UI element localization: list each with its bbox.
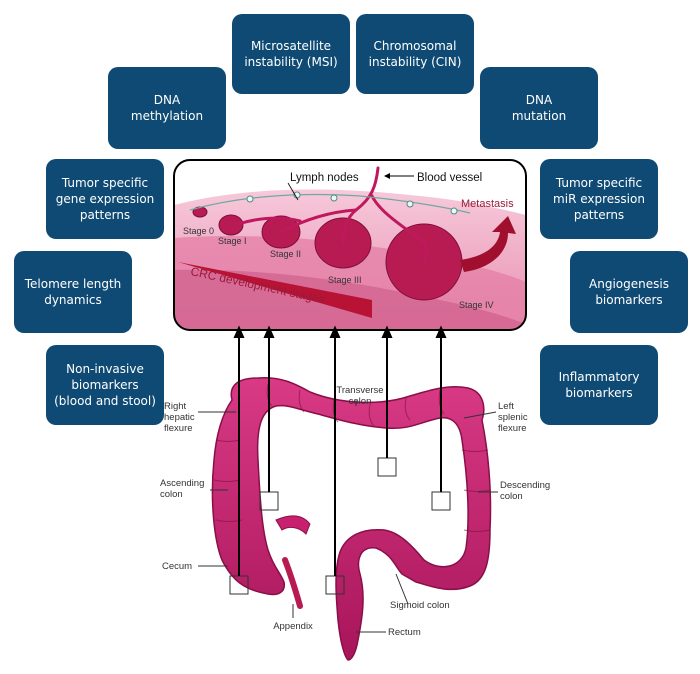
transverse-colon-label: Transverse colon: [336, 385, 384, 407]
colon-illustration: [211, 376, 492, 661]
ascending-colon-label: Ascending colon: [160, 478, 205, 500]
blood-vessels: [236, 166, 428, 264]
colon-body: [211, 376, 492, 661]
blood-vessel-label: Blood vessel: [417, 172, 482, 184]
metastasis-arrow: [460, 216, 516, 272]
msi-box: Microsatellite instability (MSI): [232, 14, 350, 94]
lymph-nodes-label: Lymph nodes: [290, 172, 359, 184]
lymph-vessels: [189, 193, 471, 214]
appendix-label: Appendix: [273, 621, 313, 632]
left-splenic-flexure-label: Left splenic flexure: [498, 401, 528, 434]
stage-3-label: Stage III: [328, 275, 362, 285]
stage-4-label: Stage IV: [459, 300, 494, 310]
stage-0-label: Stage 0: [183, 226, 214, 236]
metastasis-label: Metastasis: [461, 198, 514, 210]
stage-2-label: Stage II: [270, 249, 301, 259]
label-pointers: [198, 400, 498, 633]
rectum-label: Rectum: [388, 627, 421, 638]
dna-methylation-box: DNA methylation: [108, 67, 226, 149]
cecum-label: Cecum: [162, 561, 193, 572]
cin-box: Chromosomal instability (CIN): [356, 14, 474, 94]
angiogenesis-box: Angiogenesis biomarkers: [570, 251, 688, 333]
haustra: [213, 383, 491, 532]
noninvasive-box: Non-invasive biomarkers (blood and stool…: [46, 345, 164, 425]
telomere-box: Telomere length dynamics: [14, 251, 132, 333]
stage-1-label: Stage I: [218, 236, 247, 246]
sigmoid-colon-label: Sigmoid colon: [390, 600, 450, 611]
appendix: [282, 557, 303, 609]
inflammatory-box: Inflammatory biomarkers: [540, 345, 658, 425]
dna-mutation-box: DNA mutation: [480, 67, 598, 149]
lymph-node-dots: [246, 191, 458, 215]
lymph-node-pointer: [287, 182, 299, 201]
right-hepatic-flexure-label: Right hepatic flexure: [164, 401, 195, 434]
stage-wedge: [178, 262, 372, 318]
descending-colon-label: Descending colon: [500, 480, 551, 502]
tumor-stage-inset: Lymph nodes Blood vessel Metastasis Stag…: [173, 159, 527, 331]
tumor-gene-expression-box: Tumor specific gene expression patterns: [46, 159, 164, 239]
tumor-mir-expression-box: Tumor specific miR expression patterns: [540, 159, 658, 239]
connector-arrows: [233, 325, 447, 576]
